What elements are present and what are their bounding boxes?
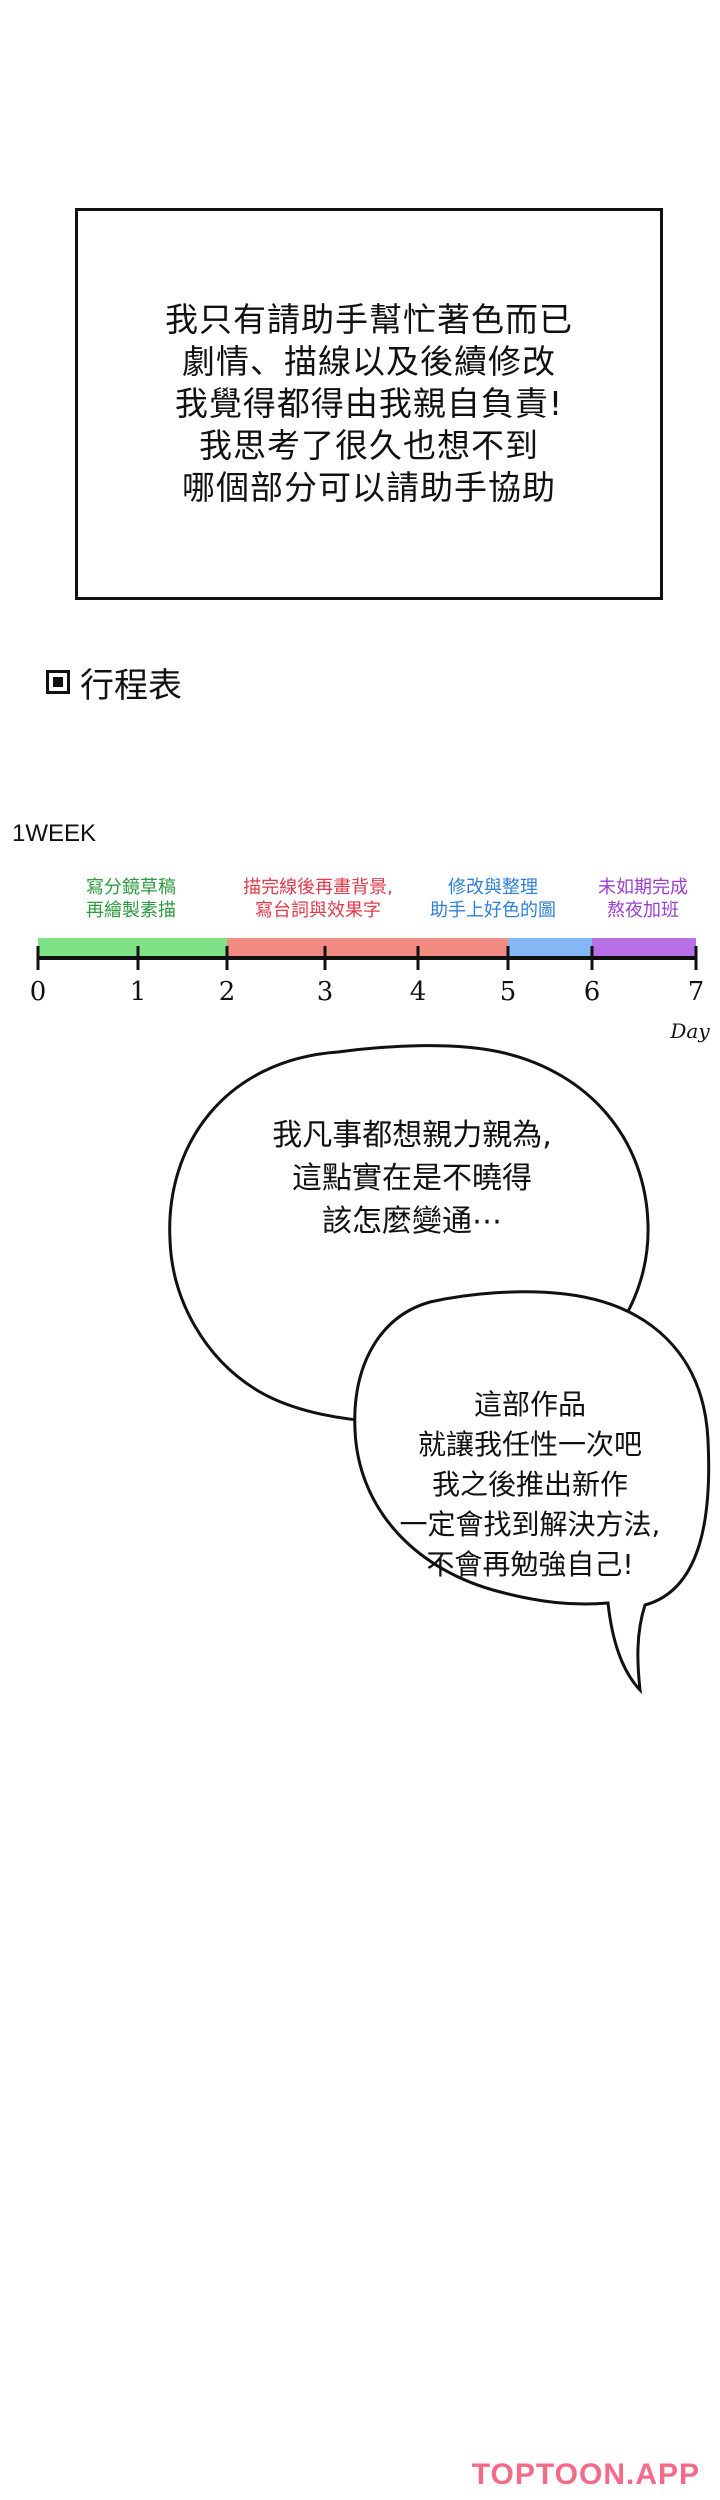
phase-label-line: 寫台詞與效果字: [255, 900, 381, 921]
phase-bar: [227, 938, 508, 960]
bubble-line: 就讓我任性一次吧: [417, 1428, 642, 1461]
phase-label-line: 寫分鏡草稿: [86, 877, 176, 898]
timeline-tick-label: 6: [584, 977, 601, 1007]
schedule-title: 行程表: [46, 660, 182, 706]
phase-label-line: 助手上好色的圖: [430, 900, 556, 921]
phase-bar: [38, 938, 227, 960]
bubble-line: 我凡事都想親力親為,: [272, 1118, 552, 1153]
bubble-line: 一定會找到解決方法,: [399, 1508, 661, 1541]
timeline-tick-label: 7: [688, 977, 705, 1007]
narration-line: 我只有請助手幫忙著色而已: [165, 300, 573, 339]
speech-bubble-1-text: 我凡事都想親力親為, 這點實在是不曉得 該怎麼變通⋯: [262, 1114, 562, 1243]
bubble-line: 我之後推出新作: [431, 1468, 628, 1501]
speech-bubble-2-text: 這部作品 就讓我任性一次吧 我之後推出新作 一定會找到解決方法, 不會再勉強自己…: [380, 1385, 680, 1585]
phase-bar: [508, 938, 592, 960]
timeline-tick-label: 3: [317, 977, 334, 1007]
timeline-tick-label: 1: [130, 977, 147, 1007]
phase-label-line: 未如期完成: [598, 877, 688, 898]
narration-line: 哪個部分可以請助手協助: [182, 468, 556, 507]
timeline-tick-label: 0: [30, 977, 47, 1007]
phase-label-line: 熬夜加班: [607, 900, 679, 921]
phase-label-overtime: 未如期完成 熬夜加班: [588, 876, 698, 922]
bubble-line: 這部作品: [473, 1388, 586, 1421]
phase-label-sketch: 寫分鏡草稿 再繪製素描: [66, 876, 196, 922]
timeline-tick-label: 2: [219, 977, 236, 1007]
phase-label-lineart: 描完線後再畫背景, 寫台詞與效果字: [218, 876, 418, 922]
speech-bubbles: [168, 1044, 711, 1695]
schedule-title-text: 行程表: [80, 665, 182, 706]
bubble-line: 不會再勉強自己!: [426, 1548, 634, 1581]
week-label: 1WEEK: [12, 820, 97, 847]
phase-label-line: 修改與整理: [448, 877, 538, 898]
bubble-line: 該怎麼變通⋯: [322, 1204, 502, 1239]
narration-line: 我思考了很久也想不到: [199, 426, 539, 465]
phase-label-line: 再繪製素描: [86, 900, 176, 921]
phase-bar: [592, 938, 696, 960]
narration-box: 我只有請助手幫忙著色而已 劇情、描線以及後續修改 我覺得都得由我親自負責! 我思…: [75, 208, 663, 600]
narration-line: 我覺得都得由我親自負責!: [174, 384, 564, 423]
timeline-tick-label: 4: [410, 977, 427, 1007]
phase-label-revision: 修改與整理 助手上好色的圖: [418, 876, 568, 922]
timeline-tick-label: 5: [500, 977, 517, 1007]
toptoon-watermark: TOPTOON.APP: [471, 2458, 700, 2491]
square-bullet-icon: [46, 670, 70, 694]
timeline-day-label: Day: [669, 1019, 710, 1043]
bubble-line: 這點實在是不曉得: [292, 1161, 532, 1196]
speech-bubble-2: [353, 1290, 711, 1695]
narration-line: 劇情、描線以及後續修改: [182, 342, 556, 381]
phase-label-line: 描完線後再畫背景,: [243, 877, 393, 898]
